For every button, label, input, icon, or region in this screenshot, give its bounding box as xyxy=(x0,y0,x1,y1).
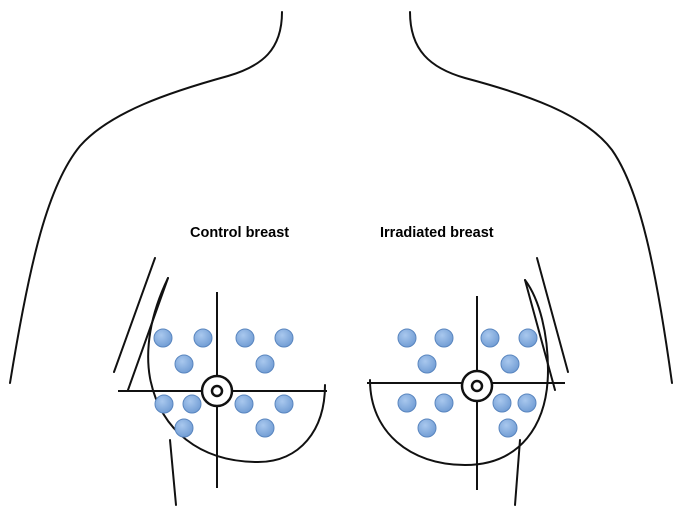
irradiated-sample-dot xyxy=(435,394,453,412)
irradiated-sample-dot xyxy=(493,394,511,412)
control-sample-dot xyxy=(194,329,212,347)
irradiated-sample-dot xyxy=(435,329,453,347)
control-sample-dot xyxy=(175,355,193,373)
irradiated-sample-dot xyxy=(501,355,519,373)
right-neck-shoulder-line xyxy=(410,12,672,383)
control-sample-dot xyxy=(235,395,253,413)
irradiated-breast-outline xyxy=(370,280,548,465)
control-nipple-center xyxy=(212,386,222,396)
irradiated-sample-dot xyxy=(398,329,416,347)
irradiated-sample-dot xyxy=(519,329,537,347)
control-sample-dot xyxy=(256,419,274,437)
control-sample-dot xyxy=(256,355,274,373)
control-sample-dot xyxy=(236,329,254,347)
control-breast-outline xyxy=(148,278,325,462)
irradiated-nipple-center xyxy=(472,381,482,391)
control-torso-lower-line xyxy=(170,440,176,505)
irradiated-breast-label: Irradiated breast xyxy=(380,225,494,241)
control-breast xyxy=(114,258,327,505)
left-neck-shoulder-line xyxy=(10,12,282,383)
torso-outline xyxy=(10,12,672,383)
irradiated-breast xyxy=(367,258,568,505)
irradiated-sample-dot xyxy=(499,419,517,437)
control-breast-label: Control breast xyxy=(190,225,289,241)
irradiated-sample-dot xyxy=(398,394,416,412)
irradiated-sample-dot xyxy=(418,419,436,437)
control-sample-dot xyxy=(275,329,293,347)
control-sample-dot xyxy=(183,395,201,413)
irradiated-sample-dot xyxy=(418,355,436,373)
irradiated-sample-dot xyxy=(518,394,536,412)
control-sample-dot xyxy=(155,395,173,413)
control-sample-dot xyxy=(154,329,172,347)
control-sample-dot xyxy=(175,419,193,437)
irradiated-sample-dot xyxy=(481,329,499,347)
control-sample-dot xyxy=(275,395,293,413)
